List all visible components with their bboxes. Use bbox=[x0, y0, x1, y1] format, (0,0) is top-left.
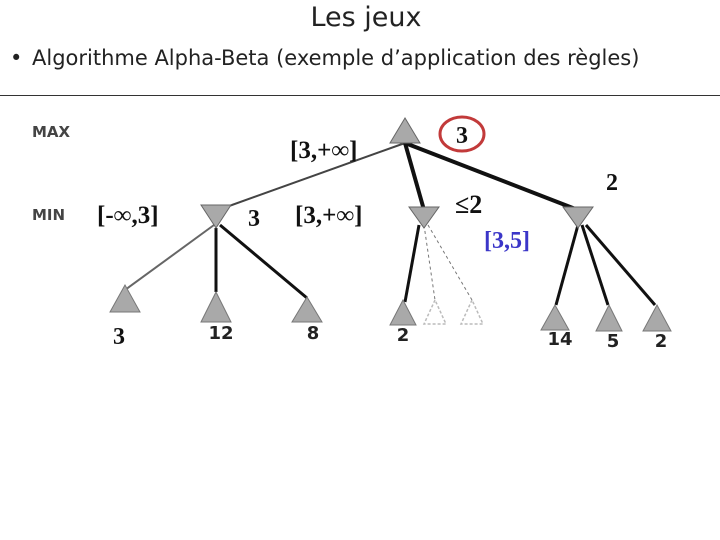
min2-interval: [3,+∞] bbox=[295, 202, 362, 229]
bullet-item: • Algorithme Alpha-Beta (exemple d’applic… bbox=[10, 46, 639, 70]
edges-min2 bbox=[403, 224, 473, 303]
root-value-circle bbox=[438, 115, 486, 153]
edge-min2-leaf1 bbox=[403, 224, 421, 303]
edge-min2-pruned2 bbox=[427, 224, 473, 301]
leaf-value-5: 14 bbox=[547, 329, 572, 350]
min1-node-icon bbox=[200, 204, 232, 229]
min2-value-label: 3 bbox=[248, 206, 260, 232]
leaf-node-3-icon bbox=[291, 296, 323, 323]
leaf-value-2: 12 bbox=[208, 323, 233, 344]
leaf-node-1-icon bbox=[109, 283, 141, 313]
divider bbox=[0, 95, 720, 96]
min1-interval: [-∞,3] bbox=[97, 202, 159, 229]
slide-title: Les jeux bbox=[310, 2, 422, 33]
bullet-text: Algorithme Alpha-Beta (exemple d’applica… bbox=[32, 46, 640, 70]
level-label-min: MIN bbox=[32, 206, 65, 224]
edge-min1-leaf1 bbox=[124, 224, 215, 291]
leaf-value-3: 8 bbox=[307, 323, 320, 344]
pruned-leaf-2-icon bbox=[459, 298, 485, 325]
edge-min2-pruned1 bbox=[423, 224, 436, 301]
leaf-node-6-icon bbox=[595, 303, 623, 332]
edge-min3-leaf3 bbox=[584, 224, 657, 306]
edge-min3-leaf1 bbox=[554, 224, 580, 306]
min3-value: 2 bbox=[606, 170, 618, 196]
edge-root-min2 bbox=[403, 142, 426, 211]
leaf-node-4-icon bbox=[389, 298, 417, 326]
leaf-node-5-icon bbox=[540, 303, 570, 331]
leaf-node-2-icon bbox=[200, 290, 232, 323]
root-interval: [3,+∞] bbox=[290, 137, 357, 164]
edge-root-min1 bbox=[217, 142, 406, 211]
pruned-leaf-1-icon bbox=[422, 298, 448, 325]
leaf-value-7: 2 bbox=[655, 331, 668, 352]
edge-min1-leaf3 bbox=[219, 223, 308, 300]
bullet-dot-icon: • bbox=[10, 46, 23, 70]
min2-pruned-interval: [3,5] bbox=[484, 228, 530, 254]
edges-min1 bbox=[124, 223, 308, 300]
leaf-node-7-icon bbox=[642, 303, 672, 332]
min3-node-icon bbox=[562, 206, 594, 229]
min2-bound: ≤2 bbox=[455, 190, 482, 219]
leaf-value-1: 3 bbox=[113, 324, 125, 350]
min2-node-icon bbox=[408, 206, 440, 229]
leaf-value-6: 5 bbox=[607, 331, 620, 352]
edge-min3-leaf2 bbox=[580, 224, 610, 306]
edges-min3 bbox=[554, 224, 657, 306]
root-node-max-icon bbox=[389, 117, 421, 144]
edge-root-min3 bbox=[404, 141, 579, 212]
root-value: 3 bbox=[456, 123, 468, 149]
edges-root bbox=[217, 141, 579, 212]
level-label-max: MAX bbox=[32, 123, 71, 141]
leaf-value-4: 2 bbox=[397, 325, 410, 346]
